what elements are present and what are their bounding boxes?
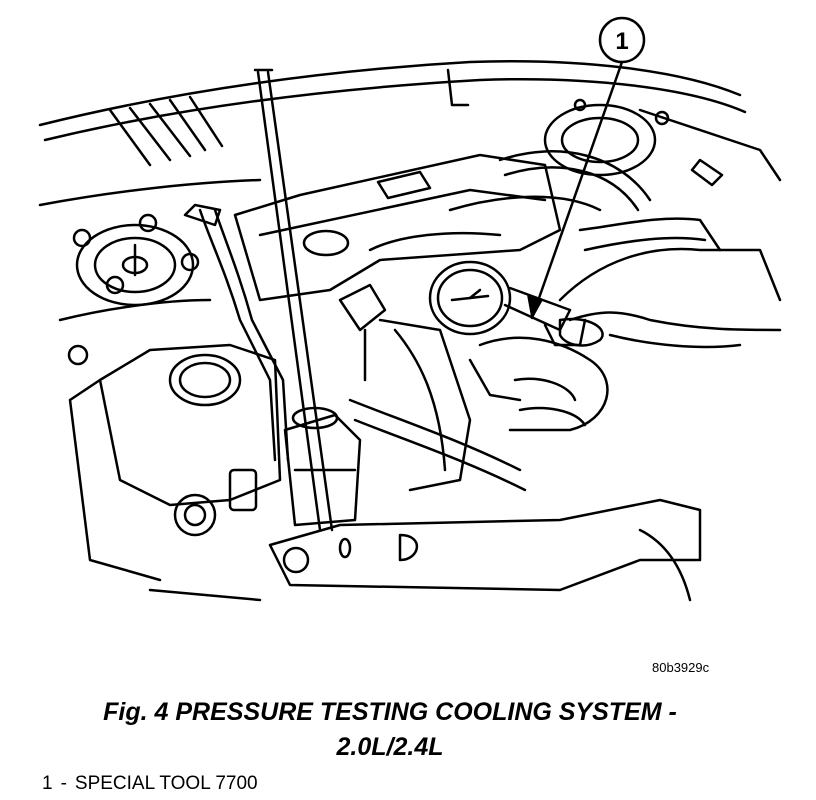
hood-cowl	[38, 59, 782, 207]
figure-caption-line2: 2.0L/2.4L	[336, 733, 444, 761]
engine-bay-illustration: 1	[38, 16, 782, 602]
figure-id: 80b3929c	[652, 660, 710, 675]
battery-box	[68, 343, 282, 602]
technician-hand	[468, 247, 782, 432]
engine-block	[183, 153, 562, 492]
pressure-tester-gauge	[428, 260, 587, 347]
legend-separator: -	[60, 773, 67, 794]
legend-item: 1-SPECIAL TOOL 7700	[42, 773, 258, 795]
legend-label: SPECIAL TOOL 7700	[74, 773, 258, 794]
callout-number: 1	[615, 28, 628, 55]
strut-tower	[58, 213, 212, 366]
dipstick-tube	[253, 68, 334, 532]
coolant-hoses	[448, 150, 722, 252]
legend-number: 1	[42, 773, 53, 794]
front-crossmember	[268, 498, 702, 602]
callout-leader	[527, 16, 646, 320]
radiator-housing	[543, 98, 670, 177]
figure-caption-line1: Fig. 4 PRESSURE TESTING COOLING SYSTEM -	[103, 698, 677, 726]
